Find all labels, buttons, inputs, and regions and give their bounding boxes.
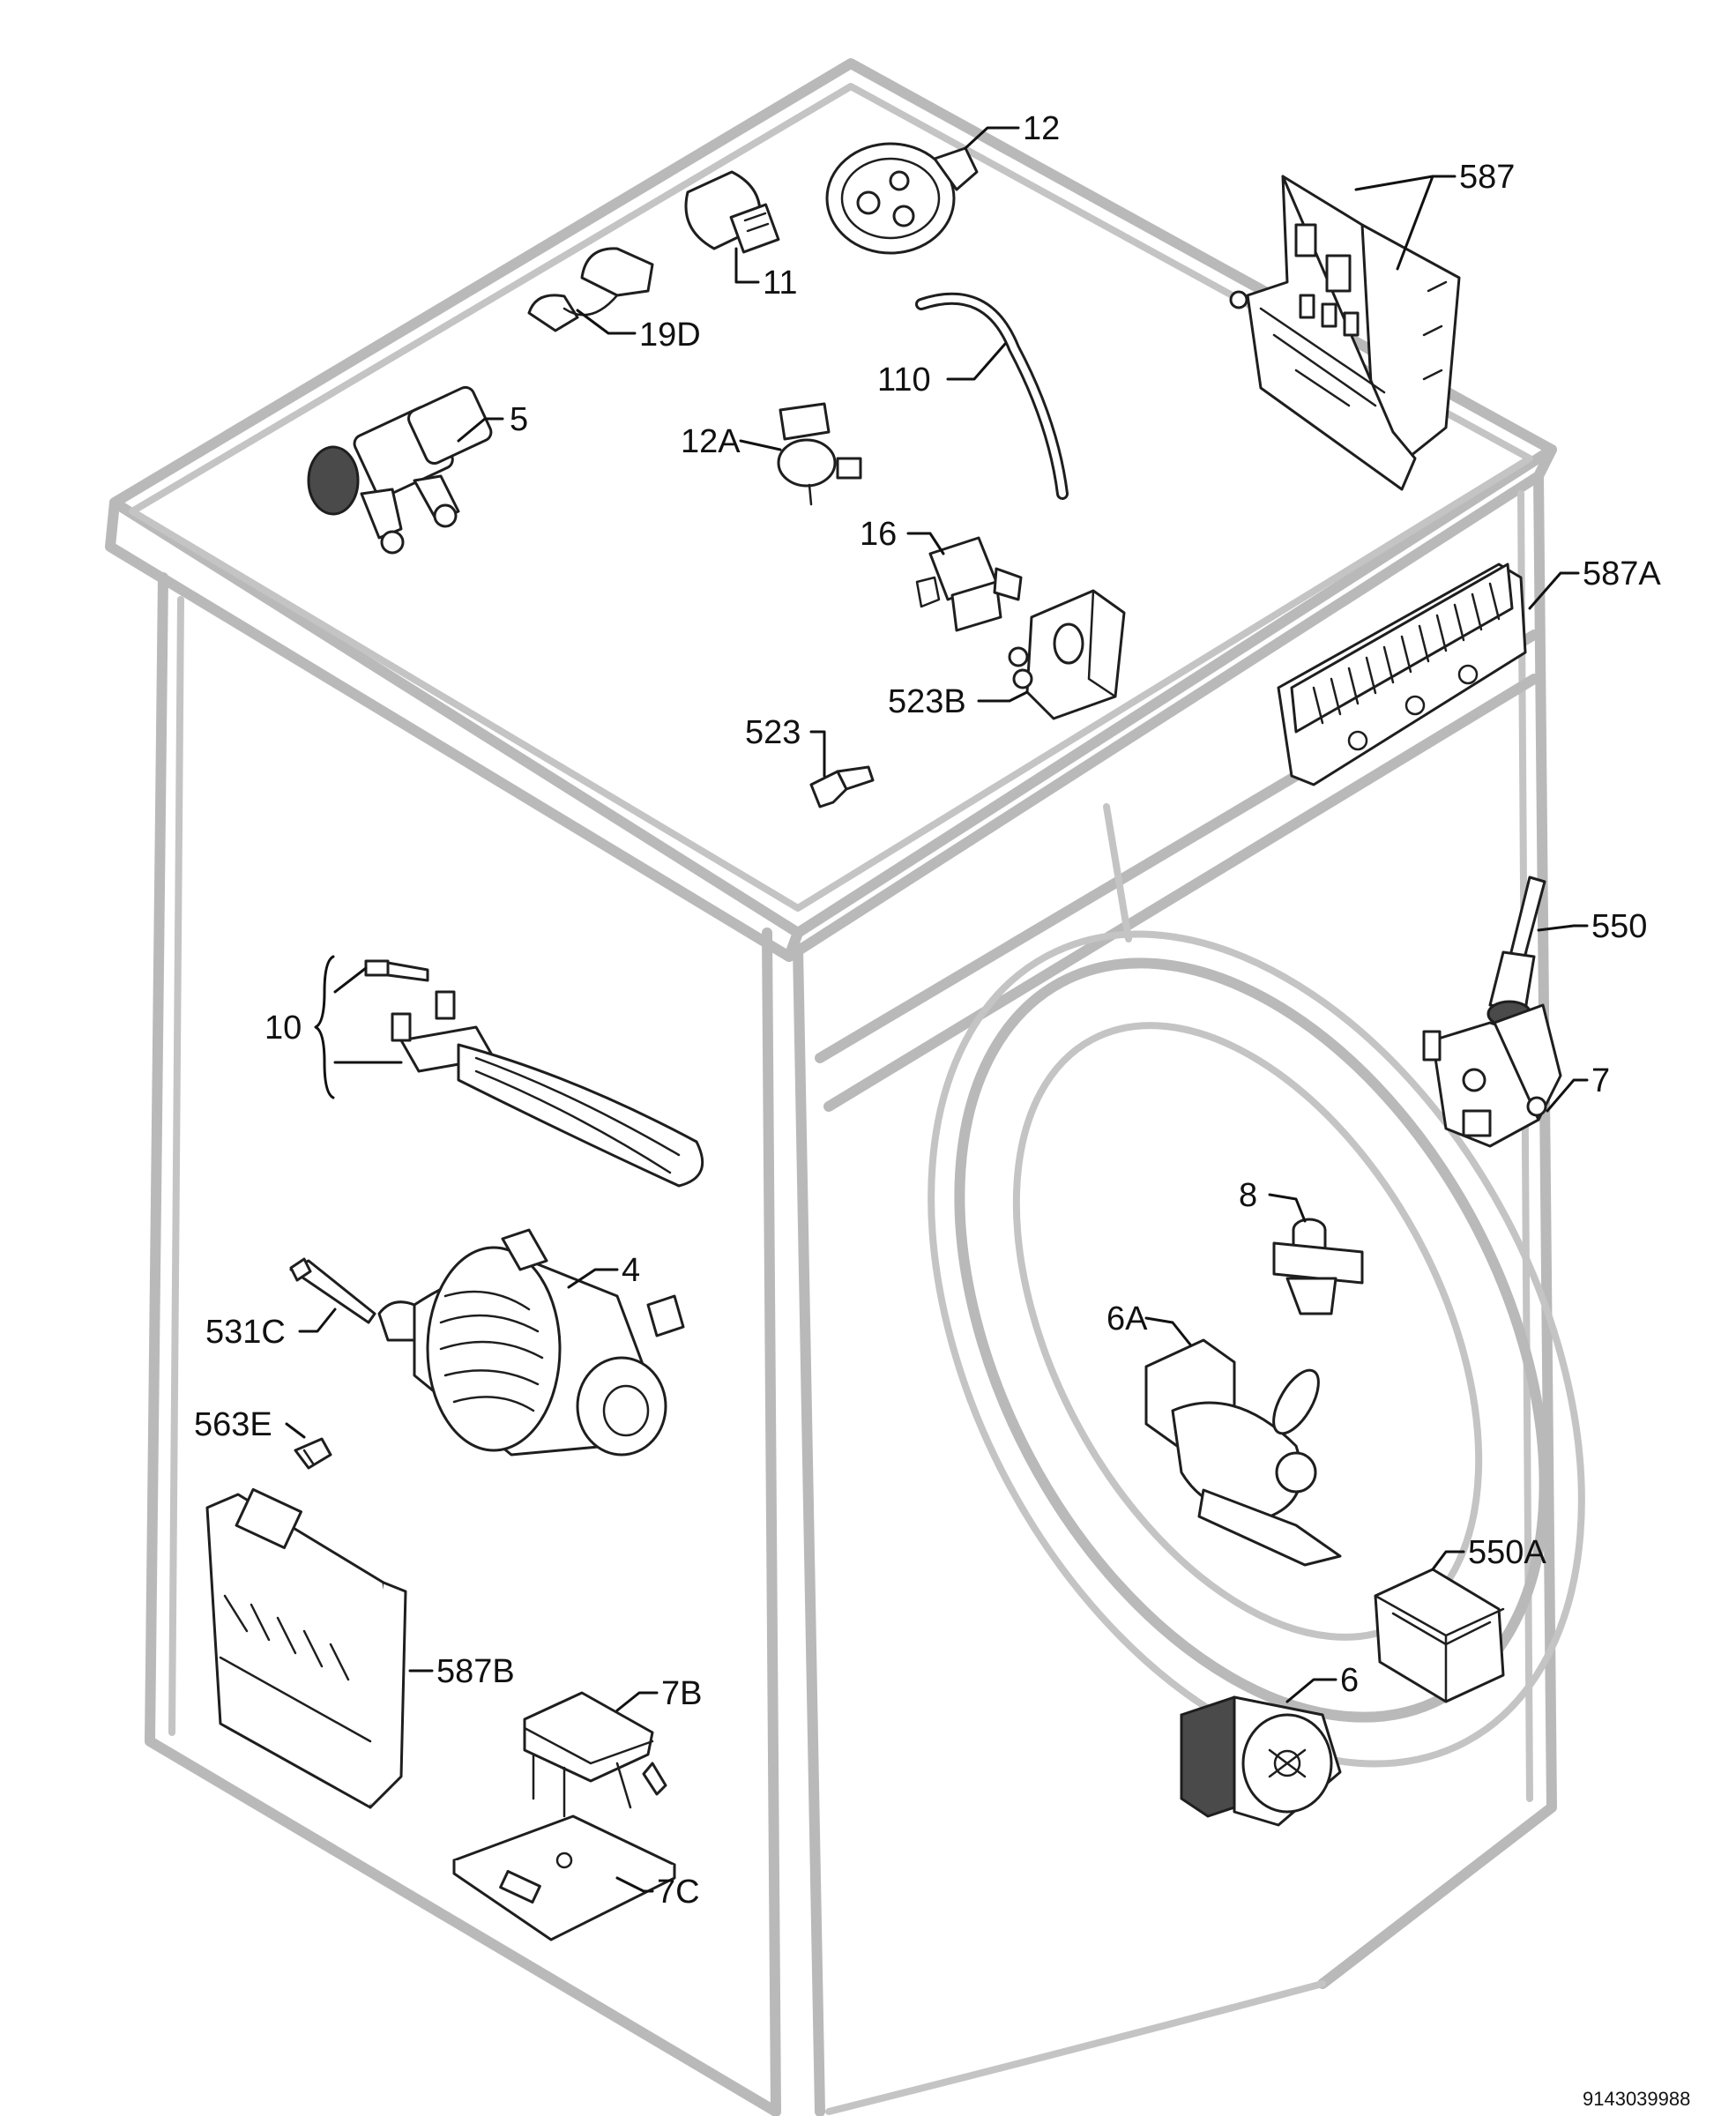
label-10: 10 xyxy=(264,1010,302,1047)
label-563e: 563E xyxy=(194,1406,272,1443)
label-6: 6 xyxy=(1340,1662,1359,1699)
leader-lines xyxy=(285,126,1589,1893)
drawing-code: 9143039988 xyxy=(1583,2088,1690,2110)
part-12-pressure-switch xyxy=(825,142,979,255)
part-7-switch xyxy=(1422,1003,1562,1148)
part-8-pressure-chamber xyxy=(1272,1218,1364,1315)
part-550a-box xyxy=(1374,1568,1505,1703)
label-19d: 19D xyxy=(639,317,701,354)
part-19d-cable-plug xyxy=(527,247,654,332)
part-11-capacitor xyxy=(684,170,780,254)
label-587a: 587A xyxy=(1583,555,1661,592)
part-550-lever xyxy=(1486,875,1546,1028)
label-12a: 12A xyxy=(681,423,741,460)
label-7b: 7B xyxy=(661,1675,702,1712)
part-587-main-board xyxy=(1229,175,1461,491)
label-110: 110 xyxy=(877,361,931,399)
label-523: 523 xyxy=(745,714,801,751)
part-7b-actuator xyxy=(523,1691,667,1818)
part-7c-plate xyxy=(452,1814,676,1941)
label-11: 11 xyxy=(763,264,797,302)
part-6a-drain-pump xyxy=(1144,1338,1342,1567)
label-531c: 531C xyxy=(205,1314,286,1351)
label-550: 550 xyxy=(1591,908,1647,945)
part-110-hose xyxy=(915,292,1069,500)
part-5-inlet-valve xyxy=(307,385,493,555)
part-523b-cover xyxy=(1008,589,1126,720)
part-16-door-lock xyxy=(915,536,1023,632)
label-4: 4 xyxy=(622,1252,640,1289)
part-587a-control-module xyxy=(1277,563,1527,786)
part-12a-pressure-sensor xyxy=(777,402,862,506)
washing-machine-cabinet xyxy=(105,58,1585,2116)
label-7c: 7C xyxy=(657,1874,700,1911)
part-587b-module xyxy=(205,1487,407,1809)
label-8: 8 xyxy=(1239,1177,1257,1214)
label-587: 587 xyxy=(1459,159,1515,196)
label-6a: 6A xyxy=(1106,1300,1148,1337)
label-16: 16 xyxy=(860,516,897,553)
label-587b: 587B xyxy=(436,1653,515,1690)
label-12: 12 xyxy=(1023,110,1060,147)
callout-labels: 12 587 11 19D 110 5 12A 16 587A 523B 523… xyxy=(194,110,1690,2110)
label-523b: 523B xyxy=(888,683,966,720)
part-523-clip xyxy=(809,765,875,808)
label-5: 5 xyxy=(510,401,528,438)
part-563e-clip xyxy=(294,1437,332,1470)
part-10-heating-element xyxy=(364,959,704,1188)
label-550a: 550A xyxy=(1468,1534,1546,1571)
part-4-motor xyxy=(289,1228,685,1457)
label-7: 7 xyxy=(1591,1062,1610,1099)
part-6-pump xyxy=(1180,1695,1342,1827)
